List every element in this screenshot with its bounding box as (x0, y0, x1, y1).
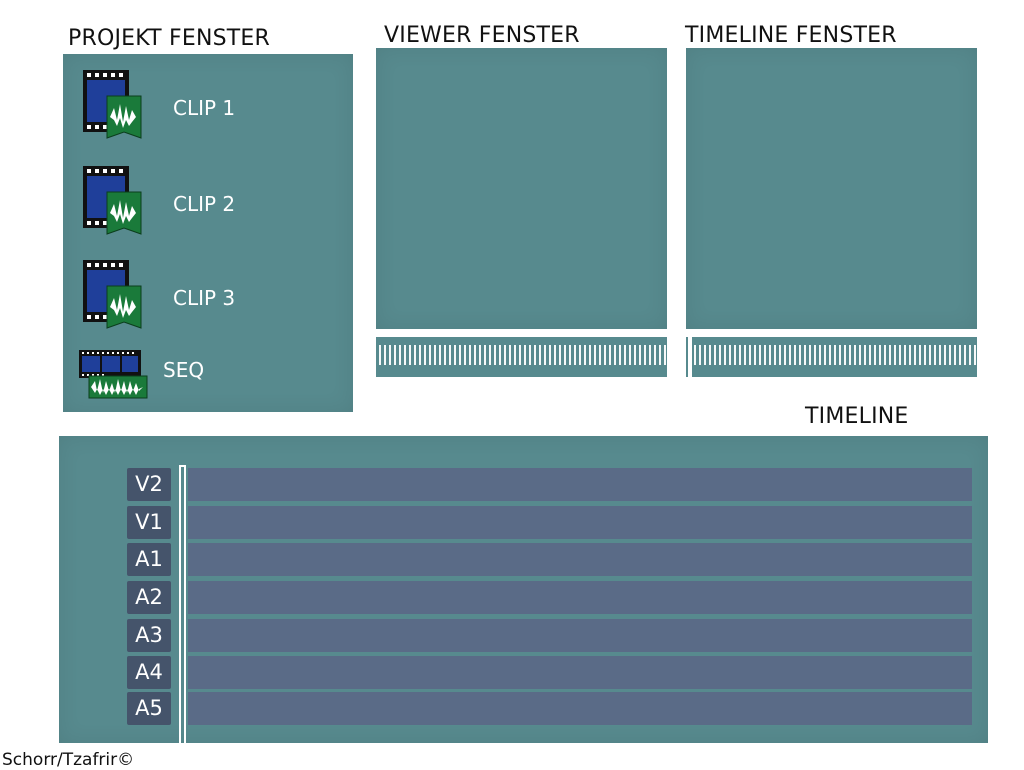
viewer-scrubber-bar[interactable] (376, 337, 667, 377)
timeline-window-title: TIMELINE FENSTER (685, 23, 897, 48)
track-label-a3: A3 (127, 619, 171, 652)
timeline-window-scrubber-bar[interactable] (686, 337, 977, 377)
project-window[interactable]: CLIP 1 CLIP 2 CLIP 3 (63, 54, 353, 412)
track-a2[interactable] (188, 581, 972, 614)
project-item-clip-2[interactable]: CLIP 2 (63, 166, 353, 236)
viewer-window-title: VIEWER FENSTER (384, 23, 580, 48)
timeline-playhead[interactable] (179, 465, 186, 743)
project-item-label: CLIP 1 (173, 96, 236, 120)
track-v2[interactable] (188, 468, 972, 501)
track-v1[interactable] (188, 506, 972, 539)
project-item-label: CLIP 2 (173, 192, 236, 216)
sequence-icon (79, 350, 148, 399)
track-label-a5: A5 (127, 692, 171, 725)
track-label-a1: A1 (127, 543, 171, 576)
track-a4[interactable] (188, 656, 972, 689)
track-a1[interactable] (188, 543, 972, 576)
track-a5[interactable] (188, 692, 972, 725)
track-label-a4: A4 (127, 656, 171, 689)
project-item-clip-3[interactable]: CLIP 3 (63, 260, 353, 330)
project-item-label: SEQ (163, 358, 205, 382)
timeline-window-playhead[interactable] (688, 337, 692, 377)
track-a3[interactable] (188, 619, 972, 652)
copyright-credit: Schorr/Tzafrir© (2, 750, 135, 770)
track-label-a2: A2 (127, 581, 171, 614)
av-clip-icon (83, 260, 142, 329)
av-clip-icon (83, 166, 142, 235)
av-clip-icon (83, 70, 142, 139)
project-item-sequence[interactable]: SEQ (63, 348, 353, 418)
timeline-title: TIMELINE (805, 404, 909, 429)
project-item-clip-1[interactable]: CLIP 1 (63, 70, 353, 140)
track-label-v2: V2 (127, 468, 171, 501)
timeline-window-screen[interactable] (686, 48, 977, 329)
track-label-v1: V1 (127, 506, 171, 539)
viewer-screen[interactable] (376, 48, 667, 329)
project-window-title: PROJEKT FENSTER (68, 26, 271, 51)
project-item-label: CLIP 3 (173, 286, 236, 310)
